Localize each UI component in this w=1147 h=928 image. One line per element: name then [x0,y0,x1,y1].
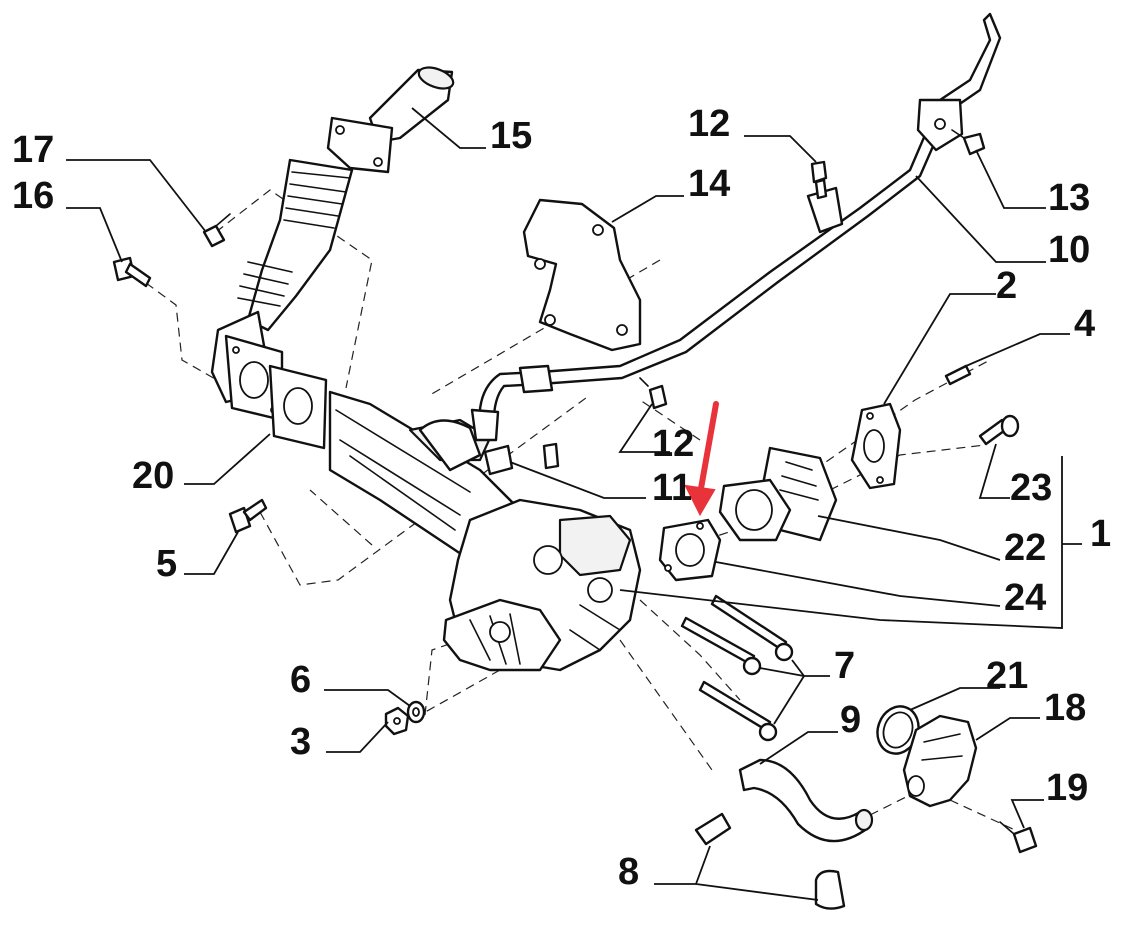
callout-21: 21 [986,655,1028,697]
bolt-17-icon [202,213,231,248]
leader-lines [66,107,1082,901]
part-20-flange-gaskets [224,334,328,450]
highlight-arrow [684,401,719,517]
part-7-long-bolts [680,594,794,742]
callout-4: 4 [1074,303,1095,345]
bolt-23-icon [978,414,1020,446]
callout-17: 17 [12,129,54,171]
callout-18: 18 [1044,687,1086,729]
part-8-clamps [694,812,846,910]
callout-3: 3 [290,721,311,763]
part-10-pipe [470,12,1002,442]
bolt-16-icon [112,256,152,288]
callout-1: 1 [1090,513,1111,555]
callout-labels: 17 16 15 14 12 13 10 2 4 12 11 23 1 22 2… [12,103,1111,893]
callout-7: 7 [834,645,855,687]
callout-12-lower: 12 [652,423,694,465]
callout-19: 19 [1046,767,1088,809]
bolts [112,129,1038,854]
bolt-13-icon [951,129,986,156]
part-14-bracket [522,198,642,352]
callout-5: 5 [156,543,177,585]
callout-2: 2 [996,265,1017,307]
egr-valve-housing [442,498,642,672]
part-24-gasket [658,518,722,582]
part-9-hose [738,758,874,843]
callout-10: 10 [1048,229,1090,271]
part-6-washer [406,700,426,724]
part-3-nut [384,706,410,736]
part-21-o-ring [876,705,920,755]
pin-4-icon [944,364,972,386]
callout-6: 6 [290,659,311,701]
bolt-5-icon [228,498,268,534]
callout-20: 20 [132,455,174,497]
part-2-gasket [850,402,902,490]
bolt-12a-icon [810,160,828,200]
part-18-housing [902,714,978,808]
callout-11: 11 [652,467,692,509]
bolt-12b-icon [639,377,668,410]
callout-14: 14 [688,163,730,205]
bolt-19-icon [999,821,1038,854]
callout-13: 13 [1048,177,1090,219]
callout-23: 23 [1010,467,1052,509]
part-11-clip [483,442,560,476]
callout-12: 12 [688,103,730,145]
callout-16: 16 [12,175,54,217]
callout-22: 22 [1004,527,1046,569]
callout-8: 8 [618,851,639,893]
callout-9: 9 [840,699,861,741]
part-22-flange-fitting [718,446,838,542]
callout-24: 24 [1004,577,1046,619]
callout-15: 15 [490,115,532,157]
